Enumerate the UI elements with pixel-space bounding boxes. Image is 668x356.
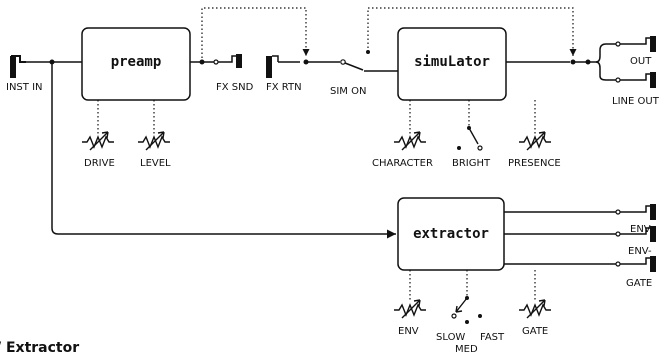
bright-control: BRIGHT [452,126,491,169]
env-control-label: ENV [398,326,419,337]
extractor-title: extractor [413,226,489,242]
jack-fx-snd: FX SND [213,54,254,93]
level-label: LEVEL [140,158,171,169]
level-control: LEVEL [138,131,171,169]
out-jack-icon [650,36,656,52]
character-control: CHARACTER [372,131,433,169]
env-neg-jack-icon [650,226,656,242]
level-pot-icon [138,131,170,151]
env-jack-icon [650,204,656,220]
sim-on-label: SIM ON [330,86,366,97]
env-out-label: ENV [630,224,651,235]
simulator-title: simuLator [414,54,490,70]
fx-snd-jack-icon [236,54,242,68]
bright-switch-icon [457,126,483,151]
character-label: CHARACTER [372,158,433,169]
jack-env-neg: ENV- [615,226,656,257]
jack-inst-in: INST IN [6,55,43,93]
extractor-block: extractor [397,197,505,271]
drive-pot-icon [82,131,114,151]
jack-env: ENV [615,204,656,235]
preamp-block: preamp [81,27,191,101]
fx-rtn-jack-icon [266,56,272,78]
speed-switch-icon [451,296,482,324]
presence-label: PRESENCE [508,158,561,169]
bright-label: BRIGHT [452,158,491,169]
signal-wires [26,43,616,265]
line-out-label: LINE OUT [612,96,660,107]
gate-pot-icon [519,299,551,319]
line-out-jack-icon [650,72,656,88]
env-control: ENV [394,299,426,337]
gate-jack-icon [650,256,656,272]
jack-line-out: LINE OUT [612,72,660,107]
med-label: MED [455,344,478,355]
gate-control: GATE [519,299,551,337]
fast-label: FAST [480,332,505,343]
env-pot-icon [394,299,426,319]
drive-control: DRIVE [82,131,115,169]
inst-in-label: INST IN [6,82,43,93]
fx-rtn-label: FX RTN [266,82,302,93]
presence-control: PRESENCE [508,131,561,169]
simulator-block: simuLator [397,27,507,101]
gate-control-label: GATE [522,326,548,337]
slow-label: SLOW [436,332,465,343]
drive-label: DRIVE [84,158,115,169]
dotted-links [97,7,577,302]
gate-out-label: GATE [626,278,652,289]
jack-out: OUT [615,36,656,67]
speed-switch-control: SLOW FAST MED [436,296,505,355]
fx-snd-label: FX SND [216,82,254,93]
preamp-title: preamp [111,54,162,70]
character-pot-icon [394,131,426,151]
out-label: OUT [630,56,652,67]
jack-fx-rtn: FX RTN [266,55,302,93]
env-neg-label: ENV- [628,246,652,257]
jack-gate: GATE [615,256,656,289]
presence-pot-icon [519,131,551,151]
section-title: / Extractor [0,340,79,356]
